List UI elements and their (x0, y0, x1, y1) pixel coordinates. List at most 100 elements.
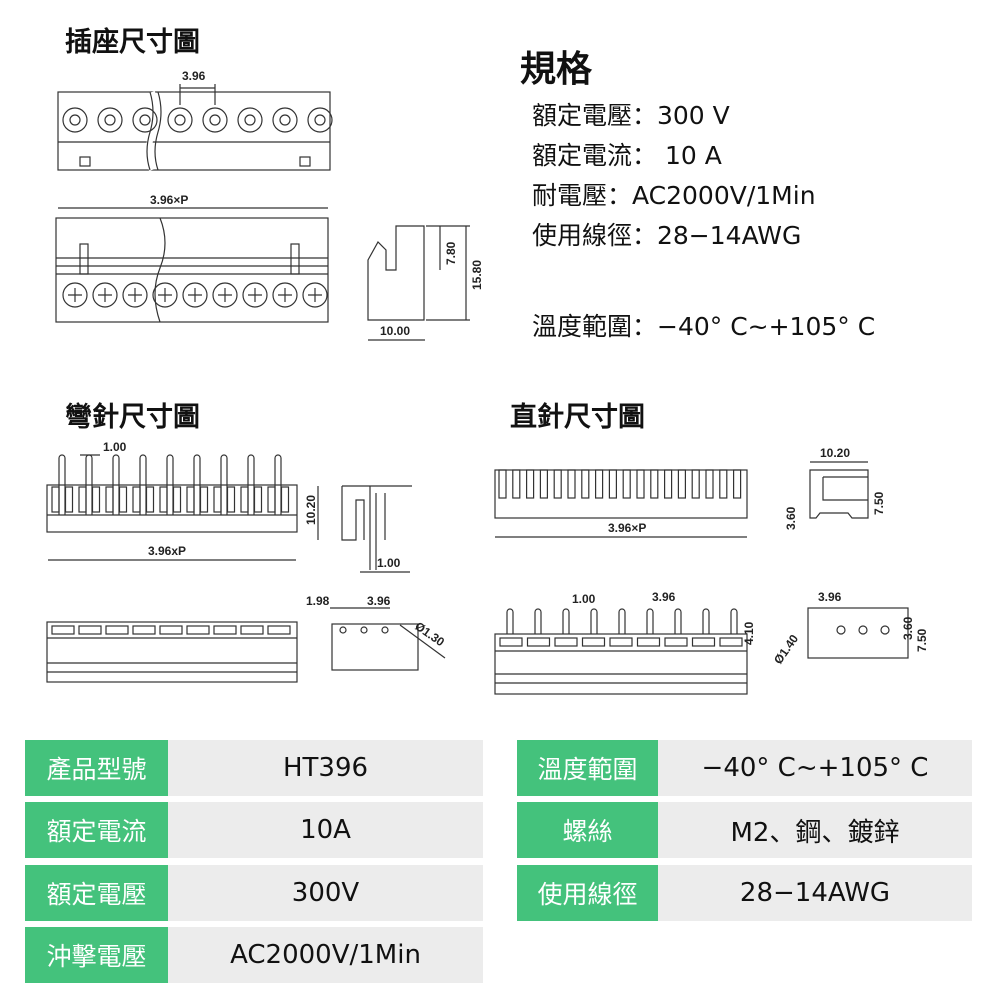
bent-pin-top-view: 1.00 (46, 440, 298, 533)
pin (590, 608, 598, 634)
slot (719, 637, 743, 647)
terminal-hole (209, 114, 221, 126)
comb-slot (691, 469, 700, 499)
screw-head (212, 282, 238, 308)
terminal-ring (237, 107, 263, 133)
screw-slot (248, 288, 262, 302)
bent-length-dim: 3.96xP (148, 544, 186, 558)
row-value: 28−14AWG (658, 865, 972, 921)
pin (112, 454, 120, 515)
straight-pin-side-view: 10.20 3.60 7.50 (784, 446, 886, 530)
slot (691, 637, 716, 647)
comb-slot (498, 469, 507, 499)
straight-h1-dim: 3.60 (784, 506, 798, 530)
spec-row-screw: 螺絲 M2、鋼、鍍鋅 (517, 802, 972, 858)
terminal-hole (104, 114, 116, 126)
straight-pinh-dim: 4.10 (742, 621, 756, 645)
comb-slot (636, 469, 645, 499)
pin (220, 454, 228, 515)
screw-head (242, 282, 268, 308)
row-value: HT396 (168, 740, 483, 796)
pin (562, 608, 570, 634)
straight-pitch2-dim: 3.96 (818, 590, 842, 604)
pin (166, 454, 174, 515)
spec-withstand: 耐電壓：AC2000V/1Min (532, 181, 816, 210)
comb-slot (719, 469, 728, 499)
comb-slot (663, 469, 673, 499)
comb-slot (539, 469, 549, 499)
pin (506, 608, 514, 634)
row-label: 溫度範圍 (517, 740, 658, 796)
terminal-ring (202, 107, 228, 133)
comb-slot (267, 486, 276, 513)
terminal-hole (69, 114, 81, 126)
comb-slot (280, 486, 290, 513)
bent-pin2-dim: 1.00 (377, 556, 401, 570)
spec-wire: 使用線徑：28−14AWG (532, 221, 802, 250)
pin (58, 454, 66, 515)
slot (609, 637, 633, 647)
comb-slot (172, 486, 182, 513)
comb-slot (732, 469, 742, 499)
row-label: 額定電流 (25, 802, 168, 858)
terminal-hole (279, 114, 291, 126)
slot (159, 625, 183, 635)
comb-slot (78, 486, 87, 513)
slot (636, 637, 661, 647)
straight-pin-dimensions-heading: 直針尺寸圖 (510, 402, 645, 433)
comb-slot (64, 486, 74, 513)
terminal-hole (139, 114, 151, 126)
screw-slot (98, 288, 112, 302)
pin (247, 454, 255, 515)
slot (51, 625, 75, 635)
pin (702, 608, 710, 634)
socket-h1-dim: 7.80 (444, 241, 458, 265)
screw-head (62, 282, 88, 308)
pin (618, 608, 626, 634)
screw-slot (68, 288, 82, 302)
terminal-ring (307, 107, 333, 133)
slot (213, 625, 237, 635)
row-value: AC2000V/1Min (168, 927, 483, 983)
screw-slot (278, 288, 292, 302)
screw-slot (128, 288, 142, 302)
comb-slot (622, 469, 631, 499)
comb-slot (226, 486, 236, 513)
row-value: 10A (168, 802, 483, 858)
screw-slot (158, 288, 172, 302)
spec-voltage: 額定電壓：300 V (532, 101, 730, 130)
comb-slot (608, 469, 618, 499)
spec-row-wire: 使用線徑 28−14AWG (517, 865, 972, 921)
screw-head (272, 282, 298, 308)
terminal-ring (132, 107, 158, 133)
comb-slot (240, 486, 249, 513)
straight-width-dim: 10.20 (820, 446, 850, 460)
slot (78, 625, 102, 635)
comb-slot (186, 486, 195, 513)
screw-head (92, 282, 118, 308)
straight-pitch-dim: 3.96 (652, 590, 676, 604)
straight-length-dim: 3.96×P (608, 521, 646, 535)
comb-slot (199, 486, 209, 513)
comb-slot (525, 469, 535, 499)
slot (499, 637, 523, 647)
socket-top-view: 3.96 (57, 69, 333, 171)
screw-slot (218, 288, 232, 302)
screw-slot (308, 288, 322, 302)
comb-slot (553, 469, 562, 499)
comb-slot (118, 486, 128, 513)
terminal-ring (62, 107, 88, 133)
socket-depth-dim: 10.00 (380, 324, 410, 338)
terminal-ring (97, 107, 123, 133)
terminal-hole (244, 114, 256, 126)
socket-front-view: 3.96×P (55, 193, 329, 323)
spec-current: 額定電流： 10 A (532, 141, 722, 170)
comb-slot (91, 486, 101, 513)
comb-slot (567, 469, 576, 499)
bent-pin-bottom-view: 1.98 3.96 Ø1.30 (306, 594, 447, 671)
row-label: 使用線徑 (517, 865, 658, 921)
bent-edge-dim: 1.98 (306, 594, 330, 608)
straight-h4-dim: 7.50 (915, 628, 929, 652)
spec-row-temperature: 溫度範圍 −40° C~+105° C (517, 740, 972, 796)
straight-pin-dim: 1.00 (572, 592, 596, 606)
